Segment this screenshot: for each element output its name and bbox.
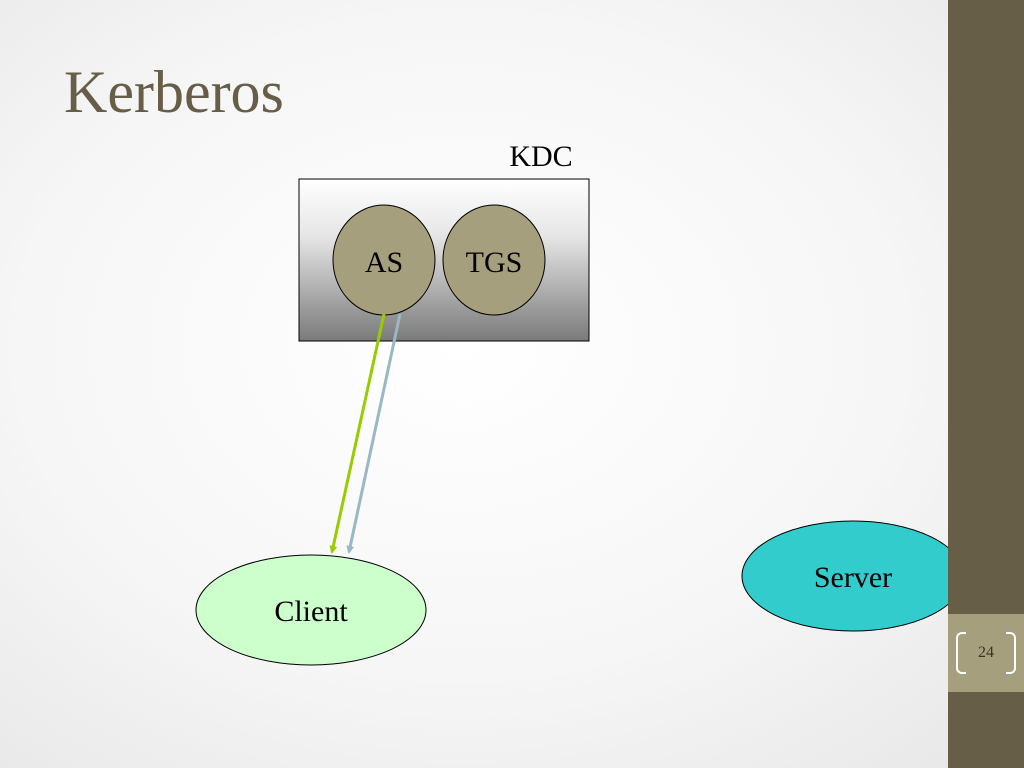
- page-number: 24: [978, 644, 994, 661]
- kdc-label: KDC: [509, 140, 572, 173]
- tgs-node: [442, 204, 546, 316]
- slide-title: Kerberos: [64, 59, 284, 125]
- as-label: AS: [365, 246, 403, 279]
- server-node: [741, 520, 948, 632]
- left-bracket-icon: [956, 632, 966, 674]
- client-label: Client: [274, 595, 348, 628]
- kerberos-diagram: KDC AS TGS Client Server: [195, 140, 948, 666]
- right-bracket-icon: [1006, 632, 1016, 674]
- tgs-label: TGS: [466, 246, 523, 279]
- as-to-client-arrow-green: [329, 313, 386, 554]
- client-node: [195, 554, 427, 666]
- as-to-client-arrow-blue: [346, 313, 402, 554]
- page-number-box: 24: [948, 614, 1024, 692]
- server-label: Server: [814, 561, 892, 594]
